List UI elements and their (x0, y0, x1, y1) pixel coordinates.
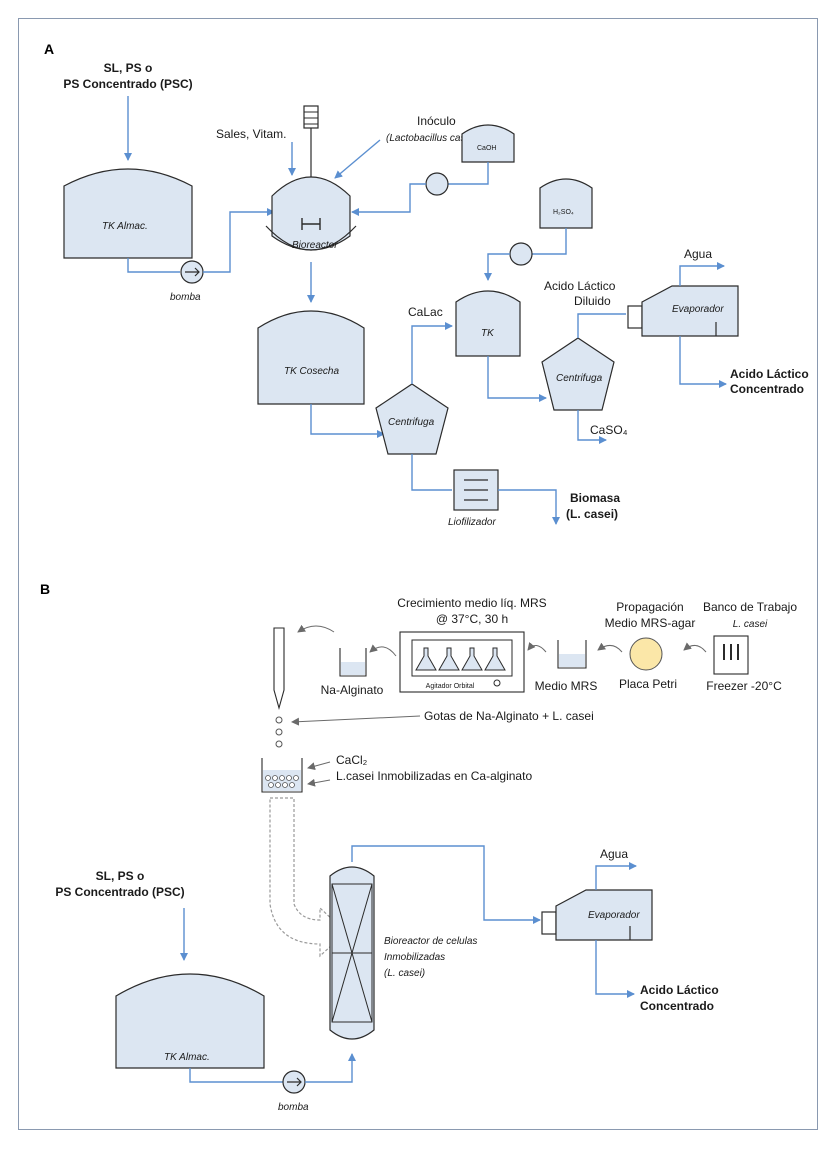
evaporator-b-label: Evaporador (588, 910, 640, 921)
calac-label: CaLac (408, 305, 443, 319)
section-b-label: B (40, 581, 50, 597)
tank-to-pump-b-line (189, 1068, 283, 1083)
harvest-tank-label: TK Cosecha (284, 366, 339, 377)
column-label: Bioreactor de celulas (384, 936, 477, 947)
na-alginate-label: Na-Alginato (321, 683, 384, 697)
biomass-line (498, 489, 560, 525)
bioreactor-a-label: Bioreactor (292, 240, 338, 251)
pump-to-column-line (305, 1053, 356, 1083)
section-a-label: A (44, 41, 54, 57)
feed-label-b: SL, PS o (96, 869, 145, 883)
harvest-to-centrifuge-line (310, 404, 385, 438)
diagram-frame (18, 18, 818, 1130)
pump-b-label: bomba (278, 1102, 309, 1113)
calac-line (411, 322, 453, 384)
tk-to-centrifuge-line (487, 356, 547, 402)
feed-label-b-line2: PS Concentrado (PSC) (55, 885, 184, 899)
biomass-label: Biomasa (570, 491, 620, 505)
water-a-line (679, 262, 725, 286)
centrifuge-1-label: Centrifuga (388, 417, 435, 428)
salts-label: Sales, Vitam. (216, 127, 286, 141)
concentrate-b-line (595, 940, 635, 998)
dilute-acid-label-line2: Diluido (574, 294, 611, 308)
inoculum-line (334, 139, 381, 179)
pump-to-bioreactor-line (203, 208, 275, 273)
centrifuge-to-lyophilizer-line (411, 454, 452, 491)
evaporator-a-inlet (627, 305, 643, 329)
propagation-label-line2: Medio MRS-agar (605, 616, 696, 630)
bioreactor-jacket (265, 225, 357, 251)
caoh-to-bioreactor-line (351, 183, 426, 216)
storage-tank-b-label: TK Almac. (164, 1052, 210, 1063)
pipette (273, 627, 285, 711)
mrs-label: Medio MRS (535, 679, 598, 693)
caso4-label: CaSO₄ (590, 423, 628, 437)
storage-tank-b (115, 973, 265, 1069)
caoh-label: CaOH (477, 145, 496, 152)
immobilized-label: L.casei Inmobilizadas en Ca-alginato (336, 769, 532, 783)
concentrate-b-label-line2: Concentrado (640, 999, 714, 1013)
caoh-pump (425, 172, 449, 196)
cacl2-label: CaCl₂ (336, 753, 368, 767)
inoculum-label: Inóculo (417, 114, 456, 128)
tk-tank (455, 290, 521, 357)
dilute-acid-label: Acido Láctico (544, 279, 616, 293)
biomass-label-line2: (L. casei) (566, 507, 618, 521)
column-label-line3: (L. casei) (384, 968, 425, 979)
alginate-beads (265, 775, 299, 788)
h2so4-line (532, 228, 567, 255)
caoh-line (448, 162, 489, 185)
growth-label: Crecimiento medio líq. MRS (397, 596, 546, 610)
column-label-line2: Inmobilizadas (384, 952, 445, 963)
tk-label: TK (481, 328, 495, 339)
evaporator-b-inlet (541, 911, 557, 935)
freezer-label: Freezer -20°C (706, 679, 782, 693)
centrifuge-2-label: Centrifuga (556, 373, 603, 384)
h2so4-tank (539, 178, 593, 229)
h2so4-pump (509, 242, 533, 266)
dilute-acid-line (577, 313, 626, 338)
h2so4-to-tk-line (484, 253, 510, 281)
water-b-label: Agua (600, 847, 628, 861)
water-a-label: Agua (684, 247, 712, 261)
drops-label: Gotas de Na-Alginato + L. casei (424, 709, 594, 723)
petri-label: Placa Petri (619, 677, 677, 691)
drops-arrow (291, 715, 421, 726)
lyophilizer-label: Liofilizador (448, 517, 496, 528)
petri-dish (629, 637, 663, 671)
propagation-label: Propagación (616, 600, 683, 614)
tank-to-pump-line (127, 258, 180, 273)
bioreactor-a (271, 176, 351, 251)
concentrate-b-label: Acido Láctico (640, 983, 719, 997)
caoh-tank (461, 124, 515, 163)
caso4-line (577, 410, 607, 444)
evaporator-a (641, 285, 739, 337)
flasks (415, 647, 506, 671)
pump-a-label: bomba (170, 292, 201, 303)
workbench-label-line2: L. casei (733, 619, 768, 630)
concentrate-a-label: Acido Láctico (730, 367, 809, 381)
evaporator-b (555, 889, 653, 941)
orbital-shaker-label: Agitador Orbital (426, 683, 475, 690)
column-to-evaporator-line (351, 845, 541, 924)
feed-label-a-line2: PS Concentrado (PSC) (63, 77, 192, 91)
growth-label-line2: @ 37°C, 30 h (436, 612, 508, 626)
workbench-label: Banco de Trabajo (703, 600, 797, 614)
process-arrows (297, 624, 707, 657)
harvest-tank (257, 310, 365, 405)
evaporator-a-label: Evaporador (672, 304, 724, 315)
storage-tank-a-label: TK Almac. (102, 221, 148, 232)
concentrate-a-label-line2: Concentrado (730, 382, 804, 396)
h2so4-label: H₂SO₄ (553, 209, 574, 216)
agitator-motor (303, 105, 319, 129)
concentrate-a-line (679, 336, 727, 388)
water-b-line (595, 862, 637, 890)
inoculum-label-line2: (Lactobacillus casei) (386, 133, 477, 144)
feed-label-a: SL, PS o (104, 61, 153, 75)
storage-tank-a (63, 168, 193, 259)
